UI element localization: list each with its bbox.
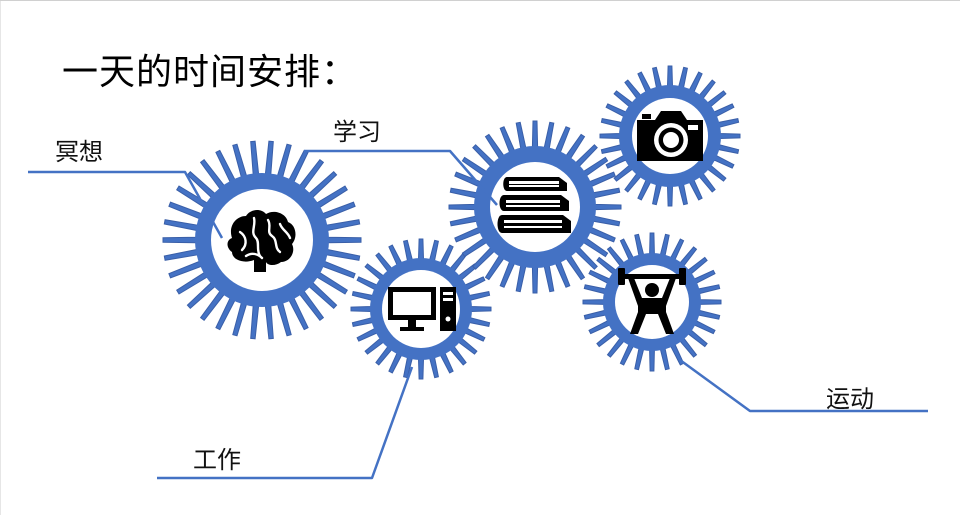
books-icon <box>497 177 571 233</box>
connector-line-meditation <box>28 170 224 239</box>
label-work: 工作 <box>193 446 241 474</box>
label-exercise: 运动 <box>826 385 874 413</box>
brain-icon <box>227 210 296 272</box>
connector-line-study <box>304 149 498 206</box>
connector-line-work <box>157 366 414 480</box>
desktop-computer-icon <box>388 287 456 331</box>
label-study: 学习 <box>333 118 381 146</box>
page-title: 一天的时间安排： <box>62 52 359 93</box>
camera-icon <box>637 111 703 161</box>
weightlifter-icon <box>618 268 686 334</box>
connector-line-exercise <box>679 358 928 413</box>
label-meditation: 冥想 <box>55 138 103 166</box>
